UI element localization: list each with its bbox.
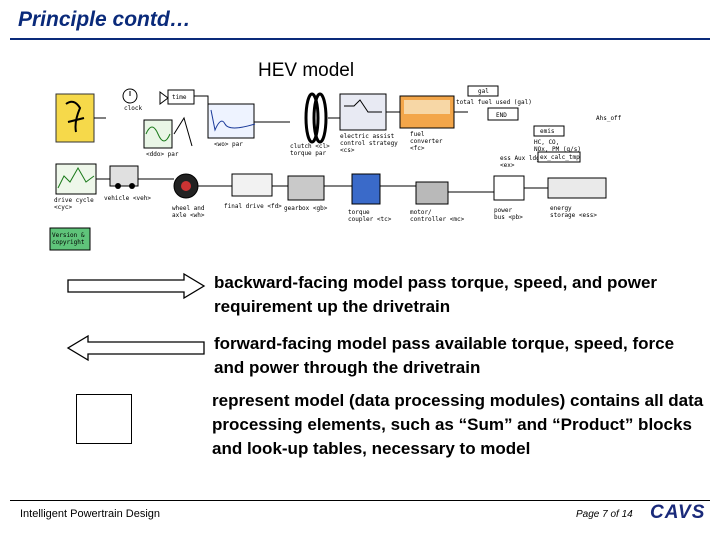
diagram-label-emissions: HC, CO,NOx, PM (g/s) <box>534 139 581 153</box>
diagram-label-emis: emis <box>540 128 555 135</box>
legend-text-backward: backward-facing model pass torque, speed… <box>214 273 658 316</box>
page-number: Page 7 of 14 <box>576 509 633 520</box>
diagram-label-ahs-off: Ahs_off <box>596 115 622 122</box>
motor-block <box>415 181 449 205</box>
cavs-logo: CAVS <box>650 502 706 523</box>
torque-coupler-block <box>351 173 381 205</box>
energy-storage-block <box>547 177 607 199</box>
diagram-label-ex-calc: ex_calc_tmp <box>540 154 580 161</box>
diagram-label-motor-controller: motor/controller <mc> <box>410 209 465 223</box>
diagram-label-gearbox: gearbox <gb> <box>284 205 328 212</box>
cartoon-block-icon <box>55 93 95 143</box>
diagram-label-clock: clock <box>124 105 142 112</box>
diagram-title: HEV model <box>258 60 355 81</box>
vehicle-icon <box>109 165 139 187</box>
slide-title: Principle contd… <box>18 8 191 31</box>
diagram-label-version: Version &copyright <box>52 232 85 246</box>
backward-arrow-icon <box>67 272 206 300</box>
hev-model-diagram: clock time <ddo> par <wo> par clutch <cl… <box>48 82 628 252</box>
diagram-label-vehicle: vehicle <veh> <box>104 195 151 202</box>
engine-map-block <box>207 103 255 139</box>
footer-divider <box>10 500 710 501</box>
legend-text-box: represent model (data processing modules… <box>212 391 704 458</box>
legend-box <box>76 394 132 444</box>
legend-forward-arrow <box>66 334 206 367</box>
time-block <box>167 89 195 105</box>
gearbox-block <box>287 175 325 201</box>
clutch-icon <box>304 92 320 144</box>
diagram-label-gal: gal <box>478 88 489 95</box>
forward-arrow-icon <box>66 334 205 362</box>
diagram-label-final-drive: final drive <fd> <box>224 203 282 210</box>
diagram-label-drive-cycle: drive cycle<cyc> <box>54 197 94 211</box>
power-bus-block <box>493 175 525 201</box>
diagram-label-ess-aux: ess Aux ldg<ex> <box>500 155 540 169</box>
diagram-label-ddo-par: <ddo> par <box>146 151 179 158</box>
footer-course: Intelligent Powertrain Design <box>20 508 161 520</box>
version-block <box>49 227 91 251</box>
legend-text-forward: forward-facing model pass available torq… <box>214 334 675 377</box>
legend-backward-arrow <box>66 272 206 305</box>
diagram-label-time: time <box>172 94 187 101</box>
diagram-label-end: END <box>496 112 507 119</box>
model-box-icon <box>76 394 132 444</box>
diagram-label-total-fuel: total fuel used (gal) <box>456 99 532 106</box>
final-drive-block <box>231 173 273 197</box>
diagram-label-wo-par: <wo> par <box>214 141 243 148</box>
diagram-label-clutch: clutch <cl>torque par <box>290 143 330 157</box>
title-divider <box>10 38 710 40</box>
